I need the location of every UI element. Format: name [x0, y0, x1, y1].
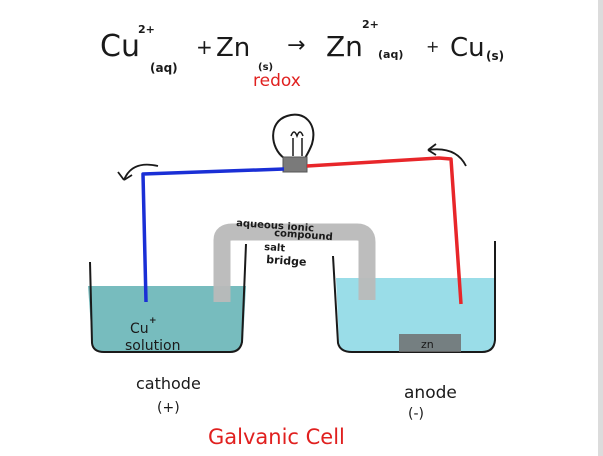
scrollbar[interactable]	[598, 0, 603, 456]
reactant-cu-charge: 2+	[138, 23, 155, 36]
product-zn: Zn	[326, 30, 363, 63]
electrode-label: zn	[421, 338, 434, 351]
reactant-cu-state: (aq)	[150, 61, 178, 75]
cathode-label: cathode	[136, 374, 201, 393]
anode-sign: (-)	[408, 406, 424, 422]
cathode-sign: (+)	[157, 400, 180, 416]
light-bulb-icon	[272, 113, 315, 173]
cathode-beaker	[88, 243, 247, 353]
zinc-electrode	[399, 334, 461, 352]
plus-sign-2: +	[426, 37, 439, 56]
diagram-title: Galvanic Cell	[208, 425, 345, 449]
cathode-solution-word: solution	[125, 338, 180, 354]
cathode-ion-charge: +	[149, 316, 157, 326]
cathode-ion-label: Cu	[130, 321, 149, 337]
reactant-cu: Cu	[100, 29, 140, 64]
anode-label: anode	[404, 383, 457, 403]
product-zn-charge: 2+	[362, 18, 379, 31]
cathode-wire	[141, 167, 285, 303]
anode-wire	[306, 156, 463, 305]
product-cu-state: (s)	[486, 49, 504, 63]
product-cu: Cu	[450, 33, 485, 63]
product-zn-state: (aq)	[378, 48, 403, 61]
reaction-arrow: →	[287, 33, 305, 58]
redox-label: redox	[253, 71, 301, 91]
reactant-zn-state: (s)	[258, 62, 273, 73]
left-flow-arrow-icon	[117, 163, 159, 181]
bridge-label-line1: salt	[264, 242, 286, 254]
reaction-equation: Cu 2+ (aq) + Zn (s) → Zn 2+ (aq) + Cu (s…	[100, 18, 504, 75]
bridge-label-line2: bridge	[266, 253, 307, 269]
bridge-note-line2: compound	[274, 228, 333, 243]
reactant-zn: Zn	[216, 33, 250, 63]
salt-bridge	[213, 223, 376, 302]
right-flow-arrow-icon	[427, 143, 467, 167]
plus-sign-1: +	[196, 35, 213, 59]
bridge-note-line1: aqueous ionic	[236, 218, 315, 234]
